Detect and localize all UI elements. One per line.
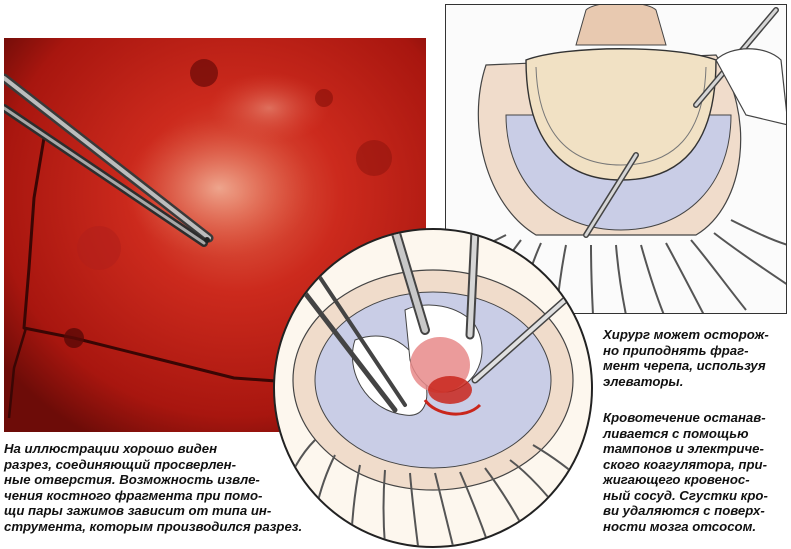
caption-bleeding: Кровотечение останав- ливается с помощью…	[603, 410, 768, 534]
coagulation-inset-graphic	[284, 230, 588, 546]
surgical-photo-graphic	[4, 38, 426, 432]
coagulation-inset	[273, 228, 593, 548]
surgical-photo	[4, 38, 426, 432]
caption-elevators: Хирург может осторож- но приподнять фраг…	[603, 327, 769, 389]
elevator-illustration-graphic	[450, 5, 786, 313]
caption-incision: На иллюстрации хорошо виден разрез, соед…	[4, 441, 303, 534]
